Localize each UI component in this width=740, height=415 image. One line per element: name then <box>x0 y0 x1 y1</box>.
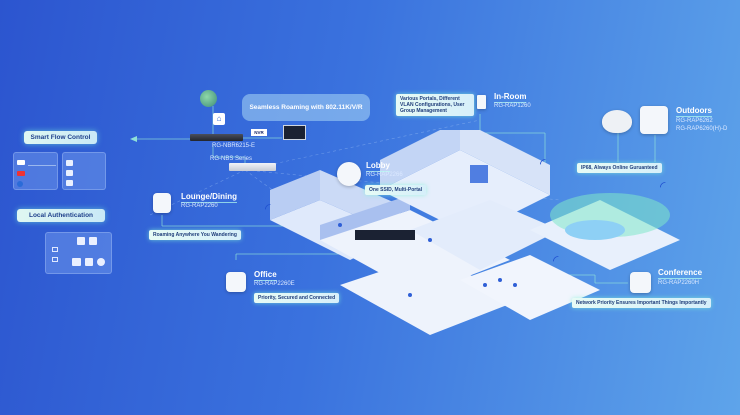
lounge-model: RG-RAP2260 <box>181 203 218 209</box>
lounge-title: Lounge/Dining <box>181 192 237 203</box>
lobby-feature-tag: One SSID, Multi-Portal <box>365 185 427 195</box>
wifi-icon: ◜ <box>660 178 666 194</box>
outdoors-title: Outdoors <box>676 106 712 117</box>
conference-title: Conference <box>658 268 703 279</box>
access-point-lounge <box>153 193 171 213</box>
office-title: Office <box>254 270 277 281</box>
office-model: RG-RAP2260E <box>254 281 295 287</box>
lounge-feature-tag: Roaming Anywhere You Wandering <box>149 230 241 240</box>
wifi-icon: ◜ <box>553 252 559 268</box>
lobby-title: Lobby <box>366 161 390 172</box>
access-point-conference <box>630 272 651 293</box>
cloud-router-icon: ⌂ <box>213 113 225 125</box>
in-room-feature-tag: Various Portals, Different VLAN Configur… <box>396 94 474 116</box>
access-point-outdoor <box>640 106 668 134</box>
gateway-model: RG-NBR6215-E <box>212 143 256 149</box>
gateway-device <box>190 134 243 141</box>
wifi-icon: ◜ <box>265 200 271 216</box>
smart-flow-control-label: Smart Flow Control <box>24 131 97 144</box>
seamless-roaming-banner: Seamless Roaming with 802.11K/V/R <box>242 94 370 121</box>
globe-icon <box>200 90 217 107</box>
access-point-office <box>226 272 246 292</box>
access-point-lobby <box>337 162 361 186</box>
access-point-outdoor-dome <box>602 110 632 133</box>
hotel-isometric-illustration <box>270 130 680 335</box>
flow-stats-panel-right <box>62 152 106 190</box>
flow-stats-panel-left <box>13 152 58 190</box>
outdoors-feature-tag: IP68, Always Online Guruanteed <box>577 163 662 173</box>
wifi-icon: ◜ <box>540 155 546 171</box>
outdoors-model-1: RG-RAP6262 <box>676 118 713 124</box>
office-feature-tag: Priority, Secured and Connected <box>254 293 340 303</box>
lobby-model: RG-RAP2266 <box>366 172 403 178</box>
in-room-title: In-Room <box>494 92 527 103</box>
in-room-model: RG-RAP1260 <box>494 103 531 109</box>
conference-feature-tag: Network Priority Ensures Important Thing… <box>572 298 711 308</box>
access-point-in-room <box>477 95 486 109</box>
switch-device <box>229 163 276 171</box>
conference-model: RG-RAP2260H <box>658 280 700 286</box>
local-auth-diagram <box>45 232 112 274</box>
switch-model: RG-NBS Series <box>210 156 253 162</box>
nvr-badge: NVR <box>251 129 267 136</box>
local-authentication-label: Local Authentication <box>17 209 105 222</box>
outdoors-model-2: RG-RAP6260(H)-D <box>676 126 728 132</box>
monitor-icon <box>283 125 306 140</box>
